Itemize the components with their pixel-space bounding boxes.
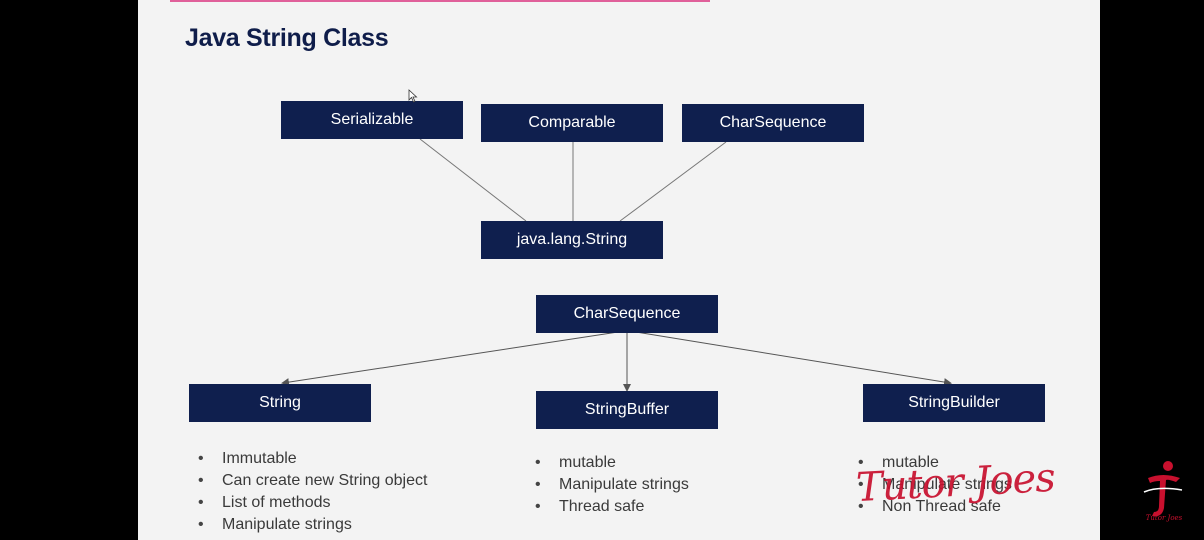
list-item: Manipulate strings (858, 474, 1012, 496)
stringbuilder-bullet-list: mutable Manipulate strings Non Thread sa… (858, 452, 1012, 518)
list-item: Manipulate strings (198, 514, 427, 536)
arrow-to-stringbuilder (635, 331, 952, 386)
box-stringbuilder: StringBuilder (863, 384, 1045, 422)
line-charsequence-string (619, 141, 727, 222)
list-item: List of methods (198, 492, 427, 514)
mouse-cursor-icon (408, 89, 418, 103)
box-string: String (189, 384, 371, 422)
string-bullet-list: Immutable Can create new String object L… (198, 448, 427, 536)
list-item: Thread safe (535, 496, 689, 518)
box-charsequence-interface: CharSequence (682, 104, 864, 142)
arrow-to-string (281, 331, 619, 387)
list-item: mutable (535, 452, 689, 474)
line-serializable-string (419, 138, 527, 222)
box-stringbuffer: StringBuffer (536, 391, 718, 429)
list-item: Immutable (198, 448, 427, 470)
box-serializable: Serializable (281, 101, 463, 139)
logo-caption: Tutor Joes (1145, 514, 1183, 522)
box-comparable: Comparable (481, 104, 663, 142)
accent-line (170, 0, 710, 2)
list-item: Can create new String object (198, 470, 427, 492)
tutor-joes-logo-icon (1143, 461, 1183, 517)
slide-title: Java String Class (185, 24, 389, 52)
list-item: Non Thread safe (858, 496, 1012, 518)
slide: Java String Class Serializable Comparabl… (138, 0, 1100, 540)
stringbuffer-bullet-list: mutable Manipulate strings Thread safe (535, 452, 689, 518)
box-charsequence-parent: CharSequence (536, 295, 718, 333)
list-item: mutable (858, 452, 1012, 474)
connector-lines (281, 138, 952, 392)
list-item: Manipulate strings (535, 474, 689, 496)
box-java-lang-string: java.lang.String (481, 221, 663, 259)
